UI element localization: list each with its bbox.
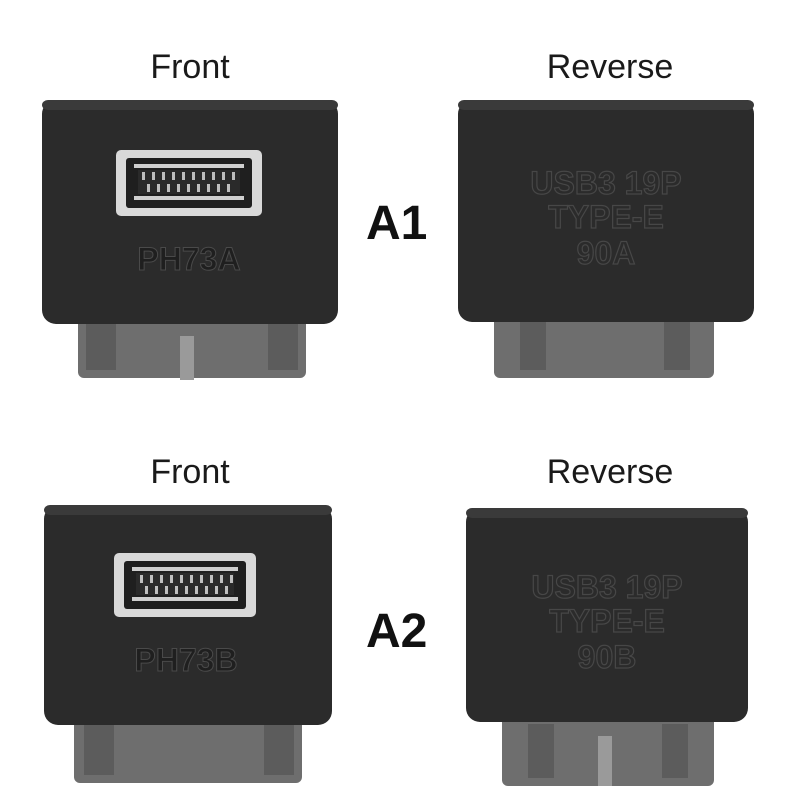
- reverse-line-1: USB3 19P: [531, 569, 682, 605]
- base-plastic: [74, 717, 302, 783]
- front-adapter-a1: PH73A: [42, 100, 342, 385]
- reverse-line-3: 90B: [578, 639, 637, 675]
- reverse-line-1: USB3 19P: [530, 165, 681, 201]
- adapter-body: [458, 100, 754, 322]
- reverse-adapter-a2: USB3 19P TYPE-E 90B: [466, 508, 766, 793]
- model-label-a1: A1: [366, 197, 428, 250]
- front-heading-a1: Front: [150, 48, 230, 86]
- reverse-line-2: TYPE-E: [549, 603, 665, 639]
- part-marking: PH73A: [137, 241, 240, 277]
- reverse-line-2: TYPE-E: [548, 199, 664, 235]
- reverse-line-3: 90A: [577, 235, 636, 271]
- reverse-adapter-a1: USB3 19P TYPE-E 90A: [458, 100, 758, 385]
- front-heading-a2: Front: [150, 453, 230, 491]
- model-label-a2: A2: [366, 605, 428, 658]
- reverse-heading-a2: Reverse: [546, 453, 674, 491]
- latch-tab: [180, 336, 194, 380]
- part-marking: PH73B: [134, 642, 237, 678]
- base-plastic: [494, 310, 714, 378]
- adapter-body: [466, 508, 748, 722]
- reverse-heading-a1: Reverse: [546, 48, 674, 86]
- front-adapter-a2: PH73B: [44, 505, 344, 790]
- latch-tab: [598, 736, 612, 786]
